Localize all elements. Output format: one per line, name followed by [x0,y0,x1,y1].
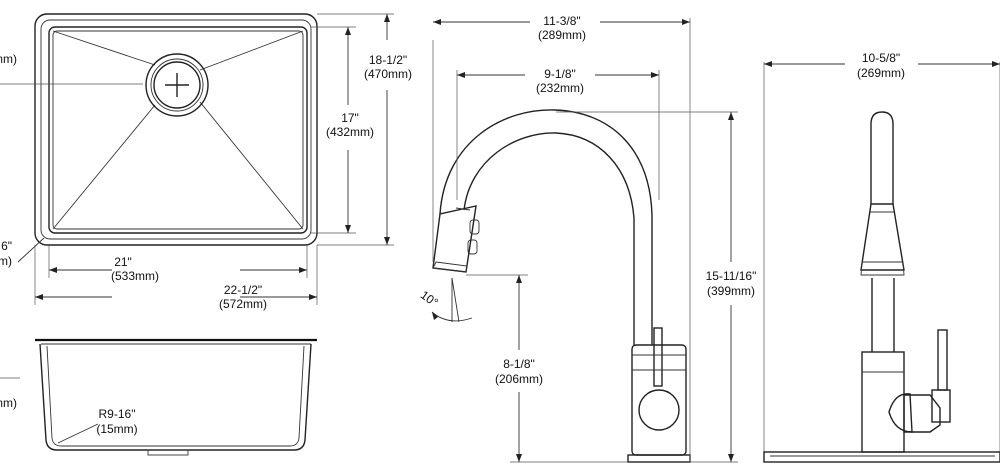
sink-cut-label-lower-2: m) [0,254,12,268]
sink-side-cut-label: mm) [0,396,17,410]
sink-inner-depth-label: 17" [341,111,359,125]
sink-outer-width-mm-label: (572mm) [219,297,267,311]
faucet-height-label: 15-11/16" [706,269,757,283]
sink-cut-label-upper: mm) [0,52,17,66]
sink-radius-mm-label: (15mm) [96,422,137,436]
faucet-front-view [763,61,1000,463]
sink-outer-depth-mm-label: (470mm) [364,67,412,81]
faucet-side-view [431,18,738,463]
faucet-width-mm-label: (269mm) [857,66,905,80]
faucet-width-label: 10-5/8" [862,51,900,65]
faucet-height-mm-label: (399mm) [707,284,755,298]
sink-inner-depth-mm-label: (432mm) [326,125,374,139]
sink-outer-width-label: 22-1/2" [224,283,262,297]
sink-radius-label: R9-16" [99,407,136,421]
sink-side-view [0,338,317,456]
sink-inner-width-label: 21" [114,255,132,269]
faucet-reach-outer-mm-label: (289mm) [538,28,586,42]
sink-inner-width-mm-label: (533mm) [111,269,159,283]
spout-height-label: 8-1/8" [503,357,535,371]
sink-cut-label-lower-1: 6" [1,239,12,253]
sink-top-view [0,13,394,305]
faucet-reach-inner-mm-label: (232mm) [536,81,584,95]
faucet-reach-inner-label: 9-1/8" [544,67,576,81]
sink-outer-depth-label: 18-1/2" [369,53,407,67]
spray-angle-label: 10° [418,288,441,310]
spout-height-mm-label: (206mm) [495,372,543,386]
faucet-reach-outer-label: 11-3/8" [543,14,580,28]
